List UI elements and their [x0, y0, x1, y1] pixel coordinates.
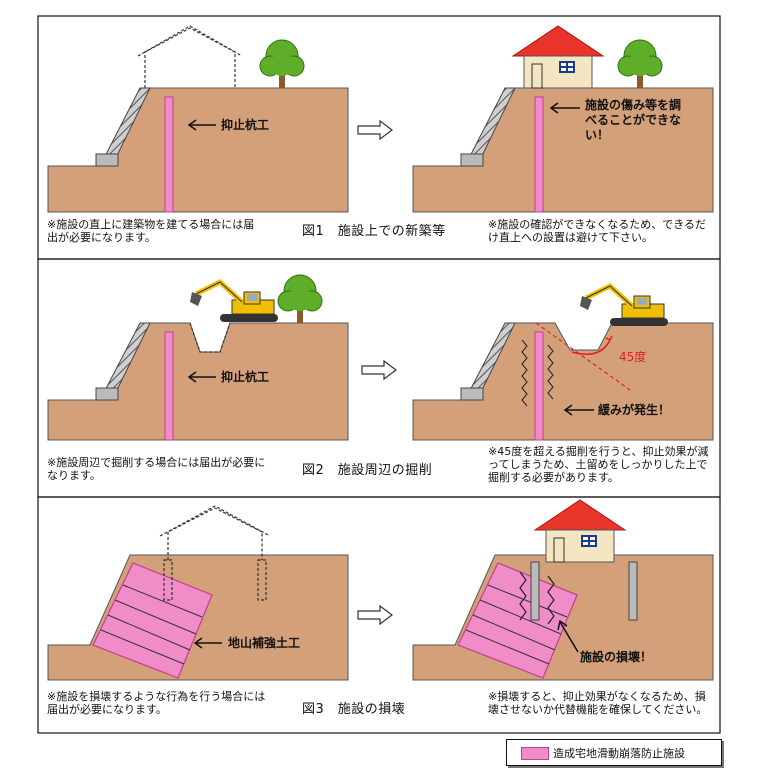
caption-figure-2: 図2 施設周辺の掘削: [302, 463, 433, 478]
arrow-right-icon: [357, 605, 393, 625]
legend: 造成宅地滑動崩落防止施設: [506, 739, 722, 766]
label-suppression-pile-1: 抑止杭工: [221, 118, 270, 132]
note-left-1: ※施設の直上に建築物を建てる場合には届出が必要になります。: [47, 218, 255, 244]
panel-1-left-figure: [47, 25, 349, 213]
caption-figure-3: 図3 施設の損壊: [302, 702, 406, 717]
arrow-right-icon: [361, 360, 397, 380]
caption-figure-1: 図1 施設上での新築等: [302, 224, 446, 239]
panel-2-right-figure: [412, 286, 714, 441]
panel-3-left-figure: [47, 505, 349, 681]
note-right-2: ※45度を超える掘削を行うと、抑止効果が減ってしまうため、土留めをしっかりした上…: [488, 445, 709, 484]
label-loosening: 緩みが発生！: [598, 403, 671, 417]
note-right-1: ※施設の確認ができなくなるため、できるだけ直上への設置は避けて下さい。: [488, 218, 706, 244]
label-cannot-inspect: 施設の傷み等を調べることができない！: [585, 98, 682, 142]
label-damage: 施設の損壊！: [580, 650, 653, 664]
note-left-2: ※施設周辺で掘削する場合には届出が必要になります。: [47, 456, 266, 482]
legend-label: 造成宅地滑動崩落防止施設: [553, 747, 685, 760]
legend-swatch: [521, 747, 549, 760]
panel-2-left-figure: [47, 274, 349, 441]
panel-3-frame: [37, 496, 721, 734]
label-suppression-pile-2: 抑止杭工: [221, 370, 270, 384]
note-left-3: ※施設を損壊するような行為を行う場合には届出が必要になります。: [47, 690, 266, 716]
panel-3-right-figure: [412, 499, 714, 681]
label-45-degrees: 45度: [619, 350, 647, 364]
label-ground-reinforcement: 地山補強土工: [228, 636, 301, 650]
arrow-right-icon: [357, 120, 393, 140]
panel-1-right-figure: [412, 25, 714, 213]
note-right-3: ※損壊すると、抑止効果がなくなるため、損壊させないか代替機能を確保してください。: [488, 690, 708, 716]
